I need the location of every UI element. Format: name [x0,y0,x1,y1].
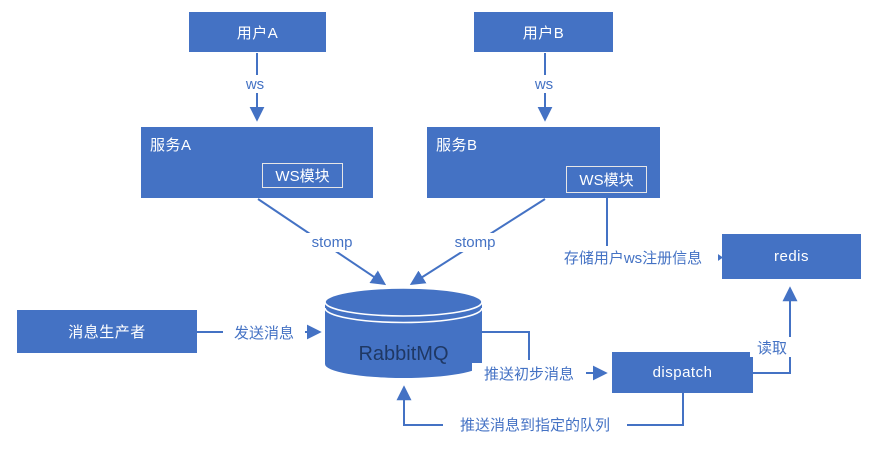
node-producer: 消息生产者 [17,310,197,353]
edge-label-stomp-b: stomp [447,233,503,252]
node-ws-module-b: WS模块 [566,166,647,193]
edge-push-initial-elbow [482,331,530,360]
edge-label-push-initial: 推送初步消息 [472,363,586,383]
node-ws-module-a: WS模块 [262,163,343,188]
node-redis: redis [722,234,861,279]
node-user-a: 用户A [189,12,326,52]
edge-label-push-to-queue: 推送消息到指定的队列 [443,414,627,435]
edge-label-ws-a: ws [238,75,272,93]
node-user-b: 用户B [474,12,613,52]
rabbitmq-cylinder [324,287,483,379]
edge-label-ws-b: ws [527,75,561,93]
node-rabbitmq-label: RabbitMQ [358,343,449,365]
edge-label-send: 发送消息 [223,323,305,342]
edge-label-stomp-a: stomp [304,233,360,252]
edge-read-line [753,286,798,374]
edge-label-read: 读取 [750,337,794,357]
edge-label-store: 存储用户ws注册信息 [548,247,718,267]
node-dispatch: dispatch [612,352,753,393]
